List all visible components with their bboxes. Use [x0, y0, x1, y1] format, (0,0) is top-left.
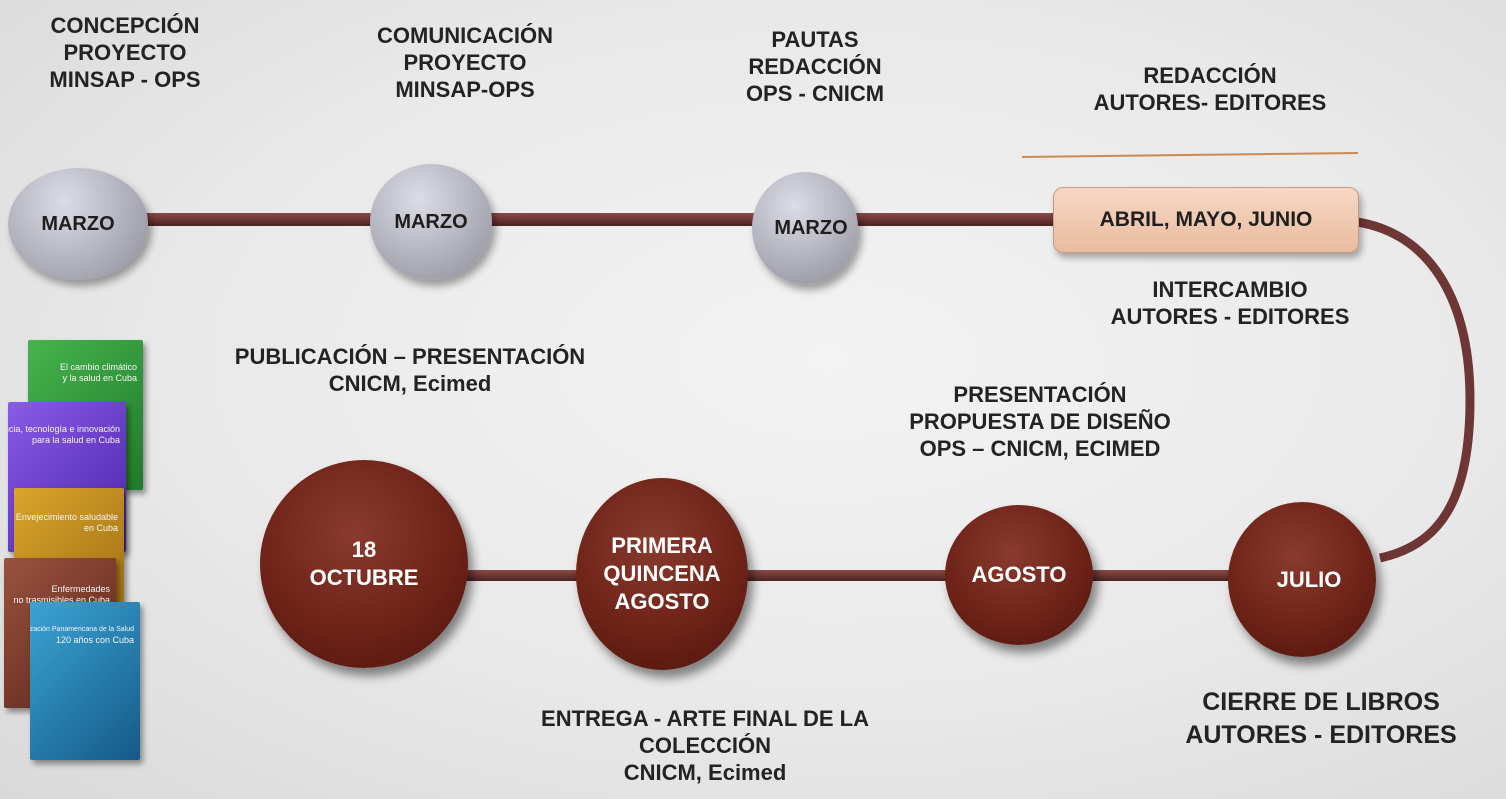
label-publicacion: PUBLICACIÓN – PRESENTACIÓN CNICM, Ecimed: [234, 344, 586, 396]
node-julio: JULIO: [1228, 502, 1376, 657]
label-comunicacion: COMUNICACIÓN PROYECTO MINSAP-OPS: [377, 23, 553, 102]
label-intercambio: INTERCAMBIO AUTORES - EDITORES: [1110, 277, 1350, 329]
node-primera-quincena: PRIMERA QUINCENA AGOSTO: [576, 478, 748, 670]
track-curve: [1349, 216, 1475, 563]
label-concepcion: CONCEPCIÓN PROYECTO MINSAP - OPS: [49, 13, 201, 92]
book-collection: El cambio climático y la salud en Cuba C…: [0, 340, 150, 760]
node-marzo-3: MARZO: [752, 172, 858, 284]
node-marzo-1: MARZO: [8, 168, 148, 280]
label-redaccion: REDACCIÓN AUTORES- EDITORES: [1093, 63, 1327, 115]
node-abril-mayo-junio: ABRIL, MAYO, JUNIO: [1053, 187, 1359, 253]
node-agosto: AGOSTO: [945, 505, 1093, 645]
node-marzo-2: MARZO: [370, 164, 492, 280]
label-presentacion: PRESENTACIÓN PROPUESTA DE DISEÑO OPS – C…: [909, 382, 1171, 461]
label-cierre: CIERRE DE LIBROS AUTORES - EDITORES: [1185, 688, 1457, 749]
accent-line: [1021, 152, 1359, 158]
book-ops-120-anos: Organización Panamericana de la Salud 12…: [30, 602, 140, 760]
node-octubre: 18 OCTUBRE: [260, 460, 468, 668]
track-top: [120, 213, 1080, 226]
track-bottom: [420, 570, 1300, 581]
label-entrega: ENTREGA - ARTE FINAL DE LA COLECCIÓN CNI…: [541, 706, 869, 785]
label-pautas: PAUTAS REDACCIÓN OPS - CNICM: [745, 27, 885, 106]
